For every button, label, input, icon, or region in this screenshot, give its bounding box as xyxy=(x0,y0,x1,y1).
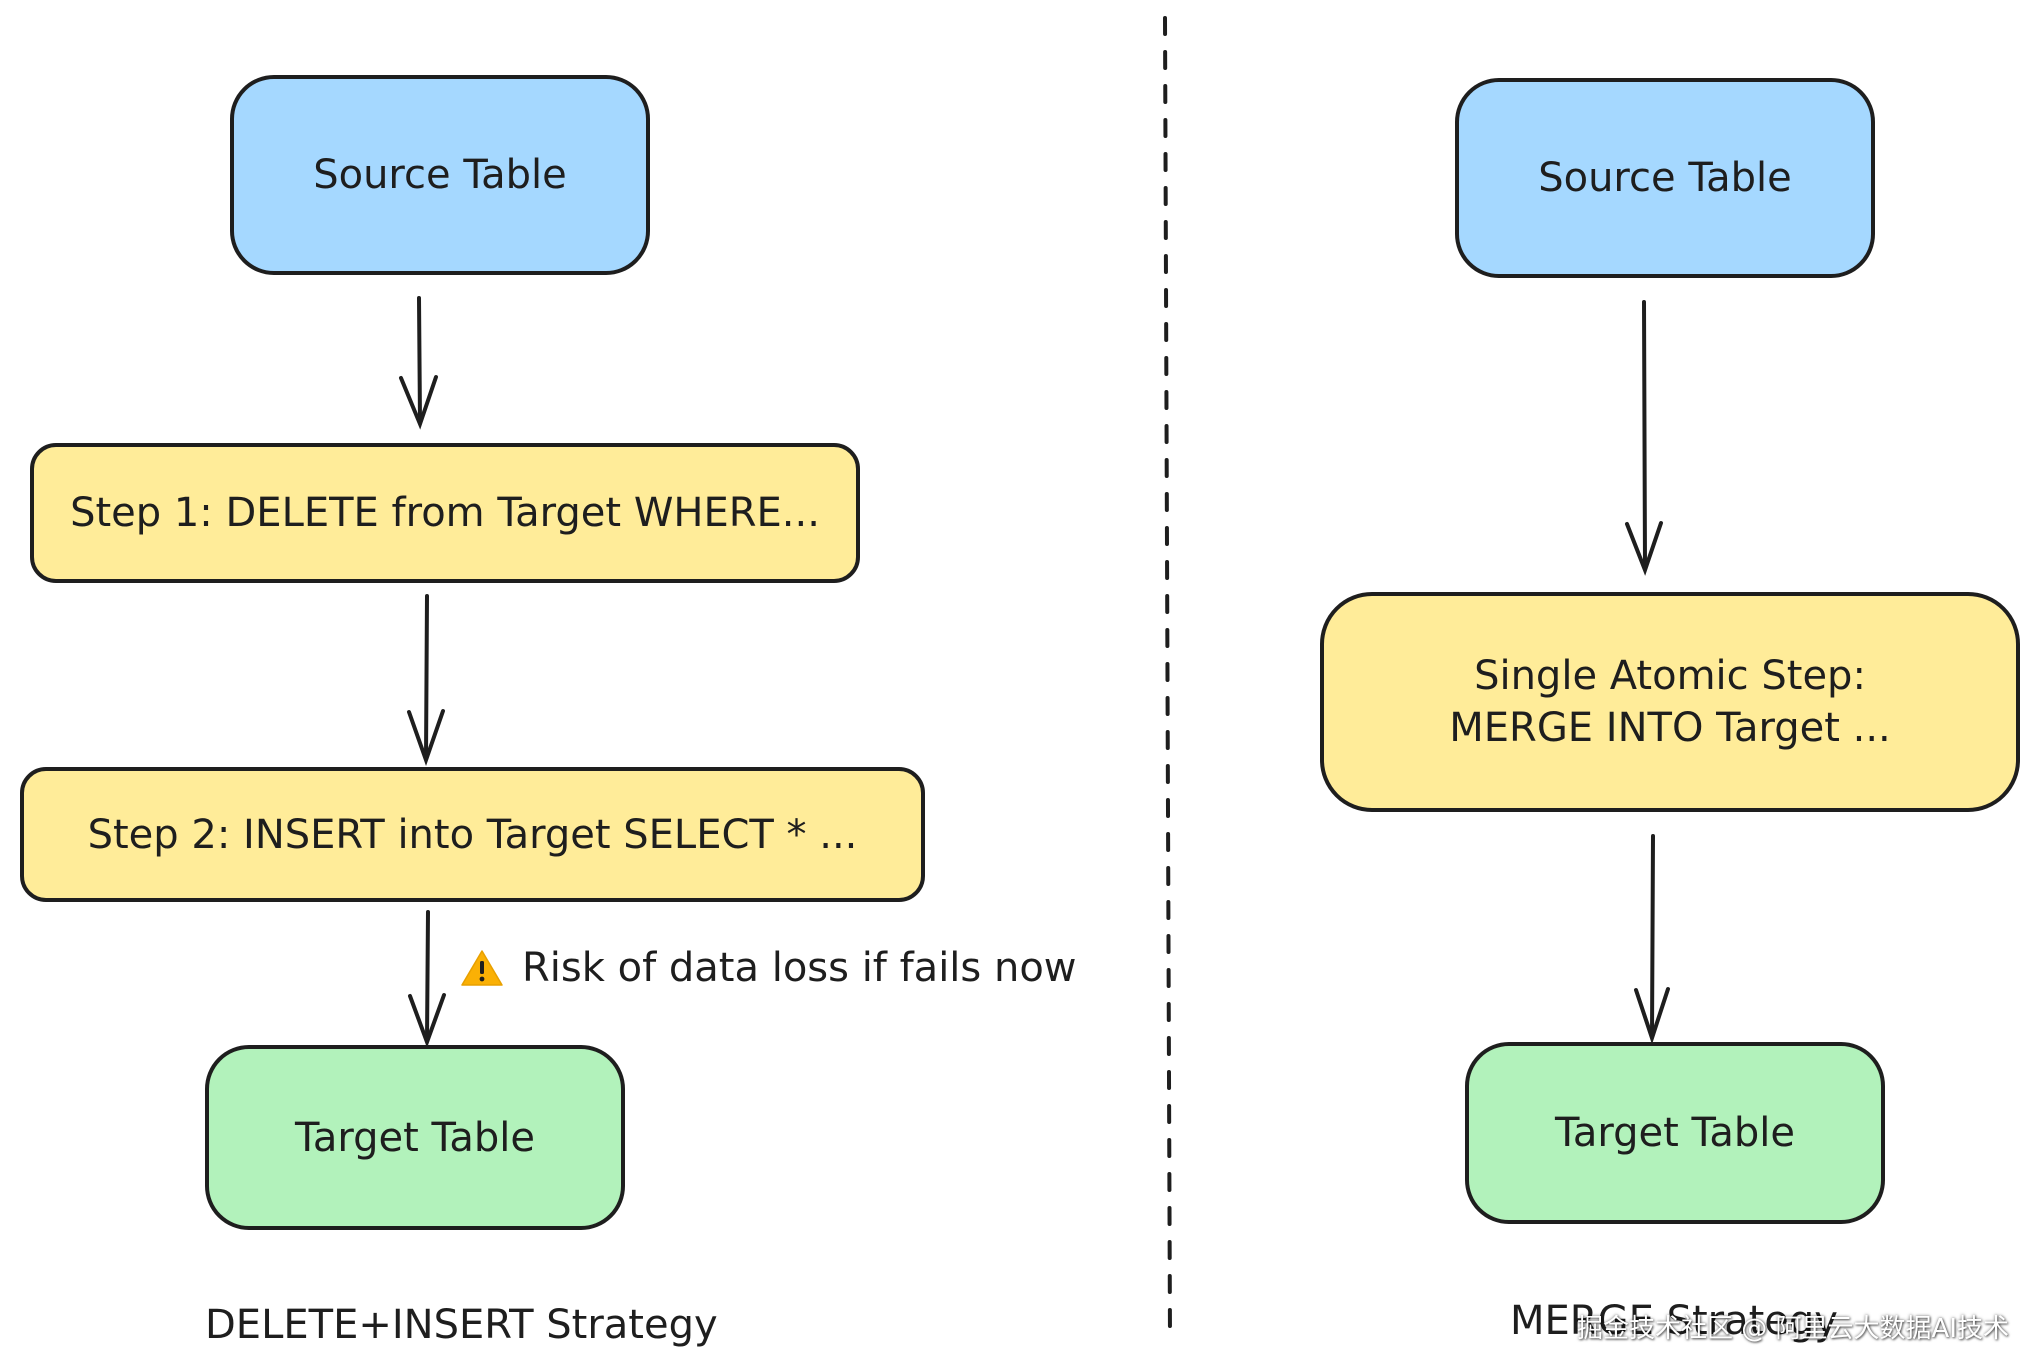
arrow-right-source-to-step xyxy=(1625,300,1663,576)
arrow-right-step-to-target xyxy=(1634,834,1670,1045)
left-source-table: Source Table xyxy=(230,75,650,275)
left-source-table-label: Source Table xyxy=(313,152,567,198)
left-step1-label: Step 1: DELETE from Target WHERE... xyxy=(70,490,820,536)
warning-text: Risk of data loss if fails now xyxy=(522,945,1077,991)
left-step1-delete: Step 1: DELETE from Target WHERE... xyxy=(30,443,860,583)
arrow-left-step1-to-step2 xyxy=(407,594,445,767)
right-merge-step: Single Atomic Step: MERGE INTO Target ..… xyxy=(1320,592,2020,812)
right-target-table-label: Target Table xyxy=(1555,1110,1795,1156)
watermark: 掘金技术社区 @ 阿里云大数据AI技术 xyxy=(1577,1314,2009,1344)
left-target-table-label: Target Table xyxy=(295,1114,535,1161)
divider-line xyxy=(1163,16,1172,1342)
right-source-table-label: Source Table xyxy=(1538,155,1792,201)
right-source-table: Source Table xyxy=(1455,78,1875,278)
left-strategy-caption: DELETE+INSERT Strategy xyxy=(205,1302,718,1348)
right-target-table: Target Table xyxy=(1465,1042,1885,1224)
right-merge-step-label: Single Atomic Step: MERGE INTO Target ..… xyxy=(1449,653,1891,751)
left-step2-insert: Step 2: INSERT into Target SELECT * ... xyxy=(20,767,925,902)
arrow-left-source-to-step1 xyxy=(399,296,438,430)
warning-icon xyxy=(461,950,503,986)
arrow-left-step2-to-target xyxy=(408,910,446,1048)
left-target-table: Target Table xyxy=(205,1045,625,1230)
data-loss-warning: Risk of data loss if fails now xyxy=(460,945,1077,991)
right-strategy-caption: MERGE Strategy xyxy=(1510,1298,1838,1344)
left-step2-label: Step 2: INSERT into Target SELECT * ... xyxy=(87,811,858,858)
